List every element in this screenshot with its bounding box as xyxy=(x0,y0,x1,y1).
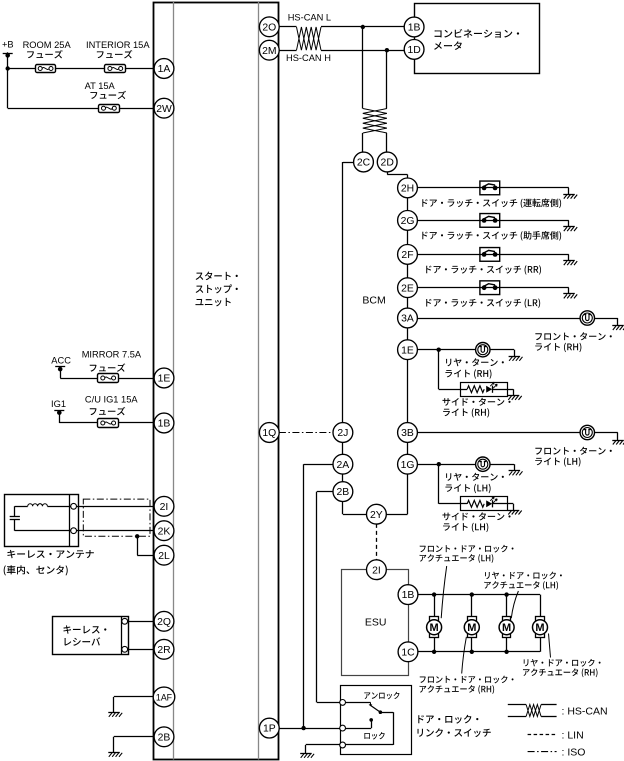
svg-text:IG1: IG1 xyxy=(51,399,66,409)
svg-text:1E: 1E xyxy=(401,345,414,356)
svg-text:: LIN: : LIN xyxy=(562,729,584,741)
svg-text:M: M xyxy=(430,622,439,634)
svg-text:2F: 2F xyxy=(401,250,413,261)
svg-text:: ISO: : ISO xyxy=(562,746,586,758)
svg-text:1B: 1B xyxy=(402,590,415,601)
svg-text:2A: 2A xyxy=(337,460,350,471)
svg-text:2B: 2B xyxy=(337,487,350,498)
svg-text:1P: 1P xyxy=(263,724,276,735)
svg-text:2I: 2I xyxy=(160,502,169,513)
svg-text:2O: 2O xyxy=(262,22,276,33)
svg-text:2M: 2M xyxy=(262,46,276,57)
svg-text:2G: 2G xyxy=(401,216,415,227)
svg-text:2J: 2J xyxy=(337,428,348,439)
svg-text:2K: 2K xyxy=(158,526,171,537)
svg-text:M: M xyxy=(535,622,544,634)
svg-text:: HS-CAN: : HS-CAN xyxy=(562,705,608,717)
svg-text:2E: 2E xyxy=(401,283,414,294)
svg-text:2Q: 2Q xyxy=(157,617,171,628)
svg-text:3B: 3B xyxy=(401,428,414,439)
svg-text:1B: 1B xyxy=(158,419,171,430)
svg-text:M: M xyxy=(502,622,511,634)
svg-text:1G: 1G xyxy=(401,460,415,471)
svg-text:ROOM 25A: ROOM 25A xyxy=(23,40,72,50)
svg-text:1B: 1B xyxy=(408,23,421,34)
svg-text:2L: 2L xyxy=(158,551,170,562)
svg-text:2R: 2R xyxy=(157,645,171,656)
svg-text:M: M xyxy=(467,622,476,634)
svg-text:1E: 1E xyxy=(158,374,171,385)
svg-text:1D: 1D xyxy=(407,45,420,56)
svg-text:2H: 2H xyxy=(401,184,414,195)
svg-text:1C: 1C xyxy=(401,647,415,658)
svg-text:3A: 3A xyxy=(401,314,414,325)
svg-text:MIRROR 7.5A: MIRROR 7.5A xyxy=(82,350,142,360)
svg-text:2Y: 2Y xyxy=(370,510,383,521)
svg-text:2D: 2D xyxy=(381,158,394,169)
svg-text:1AF: 1AF xyxy=(156,693,173,703)
svg-text:ESU: ESU xyxy=(365,617,387,629)
svg-text:HS-CAN H: HS-CAN H xyxy=(286,53,331,63)
svg-text:2C: 2C xyxy=(357,158,371,169)
svg-text:1Q: 1Q xyxy=(262,428,276,439)
svg-text:BCM: BCM xyxy=(362,295,385,307)
svg-text:1A: 1A xyxy=(158,64,171,75)
svg-text:HS-CAN L: HS-CAN L xyxy=(288,12,331,22)
svg-text:2W: 2W xyxy=(156,104,172,115)
svg-text:2B: 2B xyxy=(158,732,171,743)
svg-text:ACC: ACC xyxy=(51,355,71,365)
svg-text:INTERIOR 15A: INTERIOR 15A xyxy=(86,40,150,50)
svg-text:AT 15A: AT 15A xyxy=(85,81,116,91)
svg-text:C/U IG1 15A: C/U IG1 15A xyxy=(85,394,139,404)
svg-text:2I: 2I xyxy=(372,565,381,576)
svg-text:+B: +B xyxy=(2,40,14,50)
